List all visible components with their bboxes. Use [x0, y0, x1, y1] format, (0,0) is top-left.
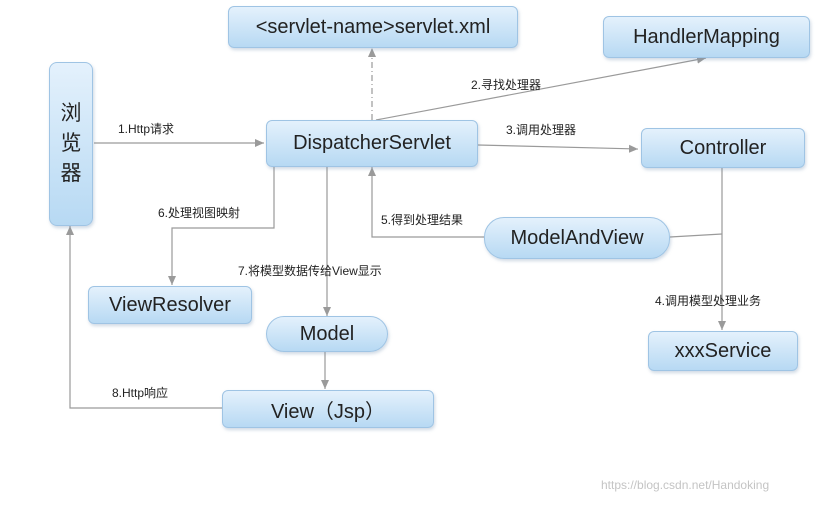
controller-label: Controller	[679, 136, 767, 159]
edge-invoke-handler	[477, 144, 639, 153]
watermark-url: https://blog.csdn.net/Handoking	[601, 478, 770, 492]
view-jsp-label: View（Jsp）	[270, 400, 386, 423]
edge-http-response	[66, 226, 222, 409]
view-resolver-node: ViewResolver	[88, 286, 252, 324]
edge-label-step6: 6.处理视图映射	[158, 206, 241, 220]
edge-label-step2: 2.寻找处理器	[471, 78, 542, 92]
edge-label-step8: 8.Http响应	[112, 386, 169, 400]
edge-view-mapping	[168, 167, 275, 285]
controller-node: Controller	[641, 128, 805, 168]
handler-mapping-node: HandlerMapping	[603, 16, 810, 58]
model-and-view-label: ModelAndView	[510, 226, 644, 249]
edge-mav-connector	[669, 233, 723, 238]
edge-label-step1: 1.Http请求	[118, 122, 175, 136]
browser-label-char-1: 浏	[60, 102, 82, 125]
edge-find-handler	[375, 55, 707, 121]
model-node: Model	[266, 316, 388, 352]
servlet-xml-node: <servlet-name>servlet.xml	[228, 6, 518, 48]
edge-label-step5: 5.得到处理结果	[381, 213, 464, 227]
edge-get-result	[368, 167, 484, 238]
model-label: Model	[299, 322, 355, 345]
xxx-service-label: xxxService	[674, 339, 772, 362]
browser-label-char-2: 览	[60, 132, 82, 155]
servlet-xml-label: <servlet-name>servlet.xml	[255, 15, 491, 38]
handler-mapping-label: HandlerMapping	[633, 25, 780, 48]
view-resolver-label: ViewResolver	[109, 293, 231, 316]
edge-label-step7: 7.将模型数据传给View显示	[238, 264, 382, 278]
dispatcher-servlet-label: DispatcherServlet	[293, 132, 451, 154]
xxx-service-node: xxxService	[648, 331, 798, 371]
view-jsp-node: View（Jsp）	[222, 390, 434, 428]
edge-label-step4: 4.调用模型处理业务	[655, 294, 762, 308]
browser-node: 浏 览 器	[49, 62, 93, 226]
model-and-view-node: ModelAndView	[484, 217, 670, 259]
dispatcher-servlet-node: DispatcherServlet	[266, 120, 478, 167]
edge-label-step3: 3.调用处理器	[506, 123, 577, 137]
browser-label-char-3: 器	[60, 162, 82, 185]
